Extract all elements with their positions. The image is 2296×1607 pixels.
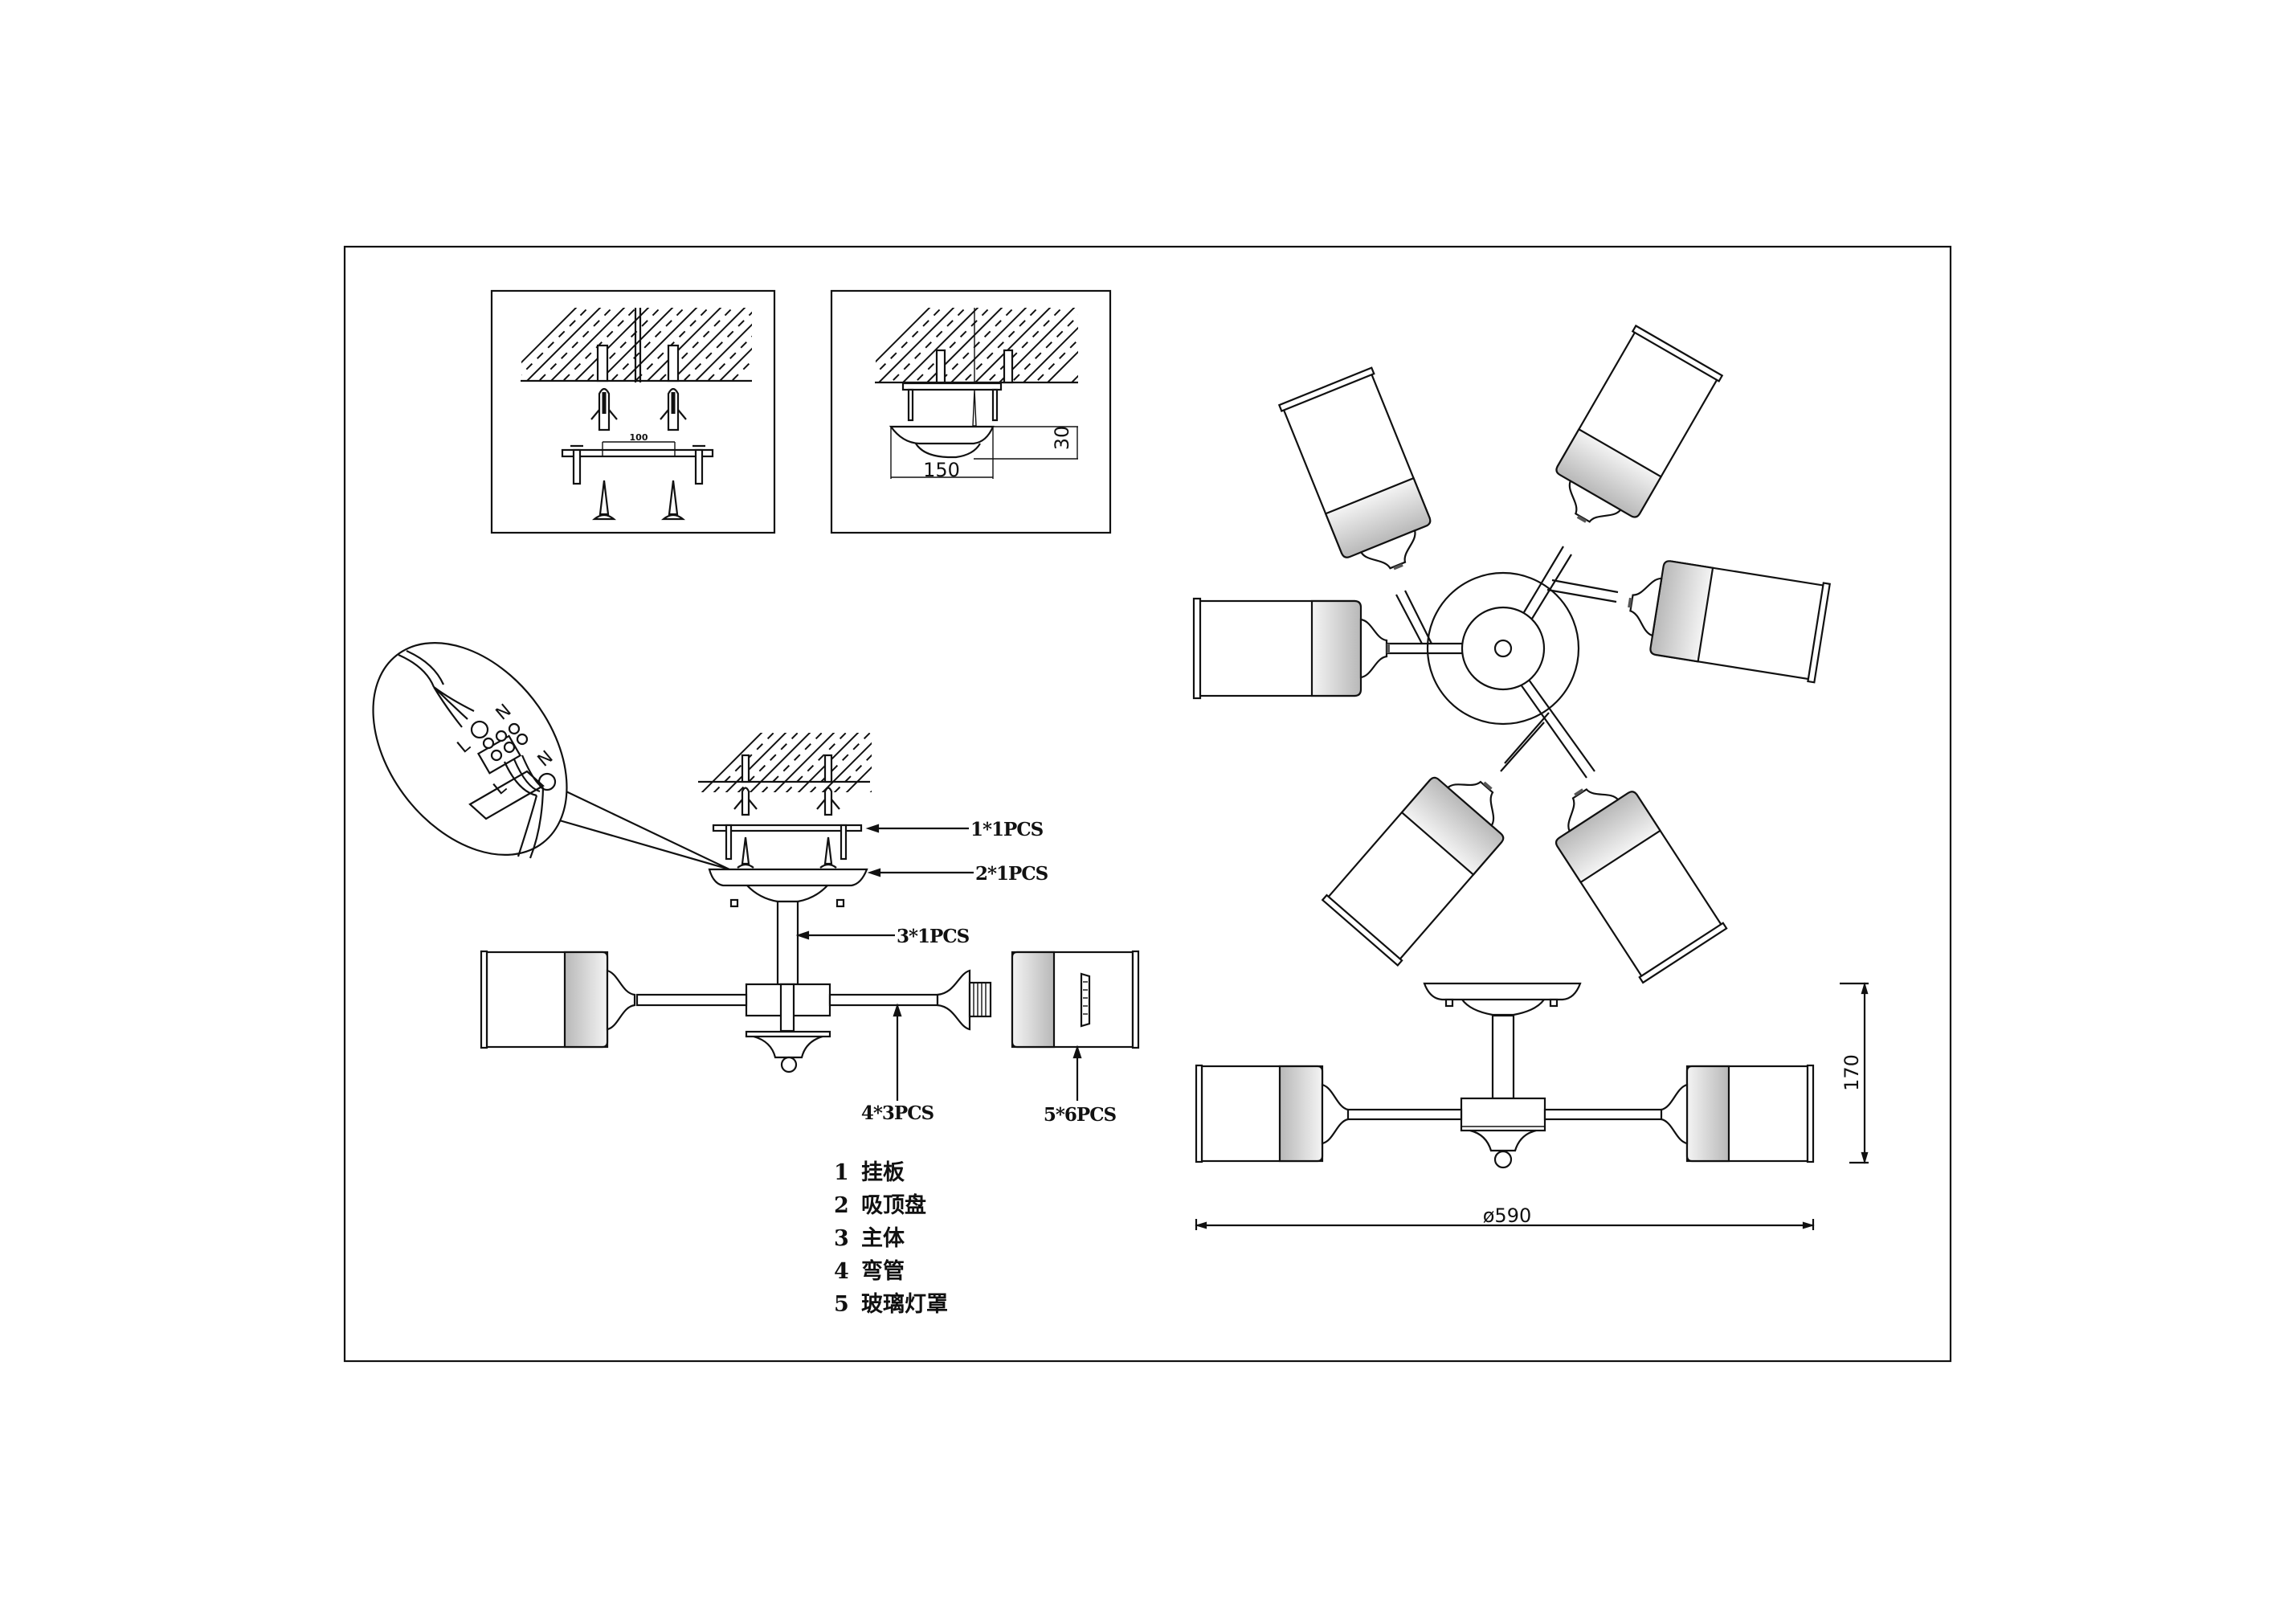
part-callout-5: 5*6PCS: [1044, 1104, 1117, 1126]
legend-item: 4 弯管: [834, 1258, 905, 1284]
mounting-detail-1: 100: [490, 289, 776, 534]
legend-name: 弯管: [861, 1258, 905, 1284]
mounting-detail-2: 150 30: [830, 289, 1112, 534]
legend-item: 2 吸顶盘: [834, 1192, 926, 1218]
wiring-callout: N L N L: [372, 642, 730, 871]
legend-name: 主体: [861, 1226, 905, 1251]
canopy-height-label: 30: [1051, 426, 1073, 451]
height-dimension: [1840, 982, 1869, 1164]
legend-item: 3 主体: [834, 1226, 905, 1251]
legend-name: 玻璃灯罩: [861, 1292, 948, 1317]
part-callout-3: 3*1PCS: [897, 926, 970, 947]
glass-shade: [1660, 1064, 1815, 1163]
stem: [1491, 1014, 1515, 1100]
legend-name: 吸顶盘: [861, 1192, 926, 1218]
canopy: [1423, 982, 1582, 1001]
legend-num: 5: [834, 1292, 849, 1317]
glass-shade: [1195, 1064, 1350, 1163]
overall-diameter-label: ø590: [1483, 1204, 1532, 1227]
glass-shade: [1620, 552, 1831, 684]
glass-shade: [1011, 950, 1140, 1049]
earth-ground-icon: [470, 720, 489, 739]
legend-num: 3: [834, 1226, 849, 1251]
canopy: [708, 868, 868, 887]
legend-num: 2: [834, 1193, 849, 1218]
mounting-plate: [561, 448, 714, 458]
legend-item: 5 玻璃灯罩: [834, 1292, 948, 1317]
stem: [776, 900, 799, 986]
legend-num: 4: [834, 1259, 849, 1284]
center-hole: [1493, 639, 1513, 658]
glass-shade: [1192, 597, 1391, 700]
bracket-spacing-label: 100: [630, 432, 648, 443]
legend-num: 1: [834, 1160, 849, 1185]
ceiling-hatch: [521, 308, 752, 381]
body: [1460, 1097, 1546, 1132]
arm: [635, 993, 748, 1007]
earth-ground-icon: [537, 772, 557, 791]
legend-name: 挂板: [861, 1160, 905, 1185]
legend-item: 1 挂板: [834, 1160, 905, 1185]
glass-shade: [480, 950, 636, 1049]
arm: [828, 993, 939, 1007]
exploded-assembly: 1*1PCS 2*1PCS 3*1PCS 4*3PCS 5*6PCS: [480, 733, 1140, 1126]
parts-legend: 1 挂板 2 吸顶盘 3 主体 4 弯管 5 玻璃灯罩: [834, 1160, 948, 1317]
part-callout-4: 4*3PCS: [861, 1102, 934, 1124]
part-callout-2: 2*1PCS: [975, 863, 1048, 885]
diameter-dimension: [1195, 1219, 1815, 1230]
part-callout-1: 1*1PCS: [970, 819, 1044, 840]
glass-shade: [1537, 325, 1723, 546]
glass-shade: [1278, 366, 1446, 588]
glass-shade: [1535, 763, 1728, 984]
top-view: [1192, 325, 1831, 984]
side-view: 170 ø590: [1195, 982, 1869, 1230]
glass-shade: [1322, 750, 1528, 967]
overall-height-label: 170: [1840, 1054, 1863, 1091]
canopy-width-label: 150: [923, 459, 960, 481]
mounting-plate: [712, 824, 863, 832]
drawing-frame: [343, 245, 1952, 1363]
